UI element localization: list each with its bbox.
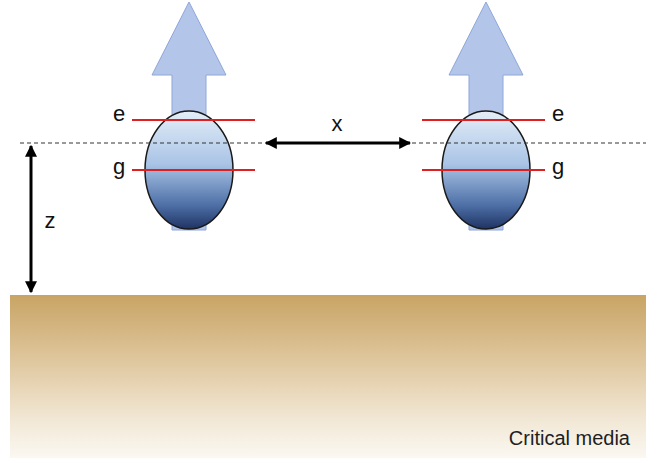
dimension-arrow bbox=[30, 146, 33, 292]
dimension-arrow bbox=[266, 142, 410, 145]
media-label: Critical media bbox=[509, 427, 630, 450]
level-label: g bbox=[113, 156, 125, 178]
energy-level bbox=[422, 119, 545, 121]
energy-level bbox=[132, 119, 255, 121]
distance-label: z bbox=[45, 210, 56, 232]
level-label: g bbox=[552, 156, 564, 178]
level-label: e bbox=[113, 103, 125, 125]
media-band: Critical media bbox=[10, 295, 646, 458]
level-label: e bbox=[552, 103, 564, 125]
energy-level bbox=[422, 169, 545, 171]
reference-line bbox=[20, 143, 646, 144]
energy-level bbox=[132, 169, 255, 171]
distance-label: x bbox=[332, 113, 343, 135]
